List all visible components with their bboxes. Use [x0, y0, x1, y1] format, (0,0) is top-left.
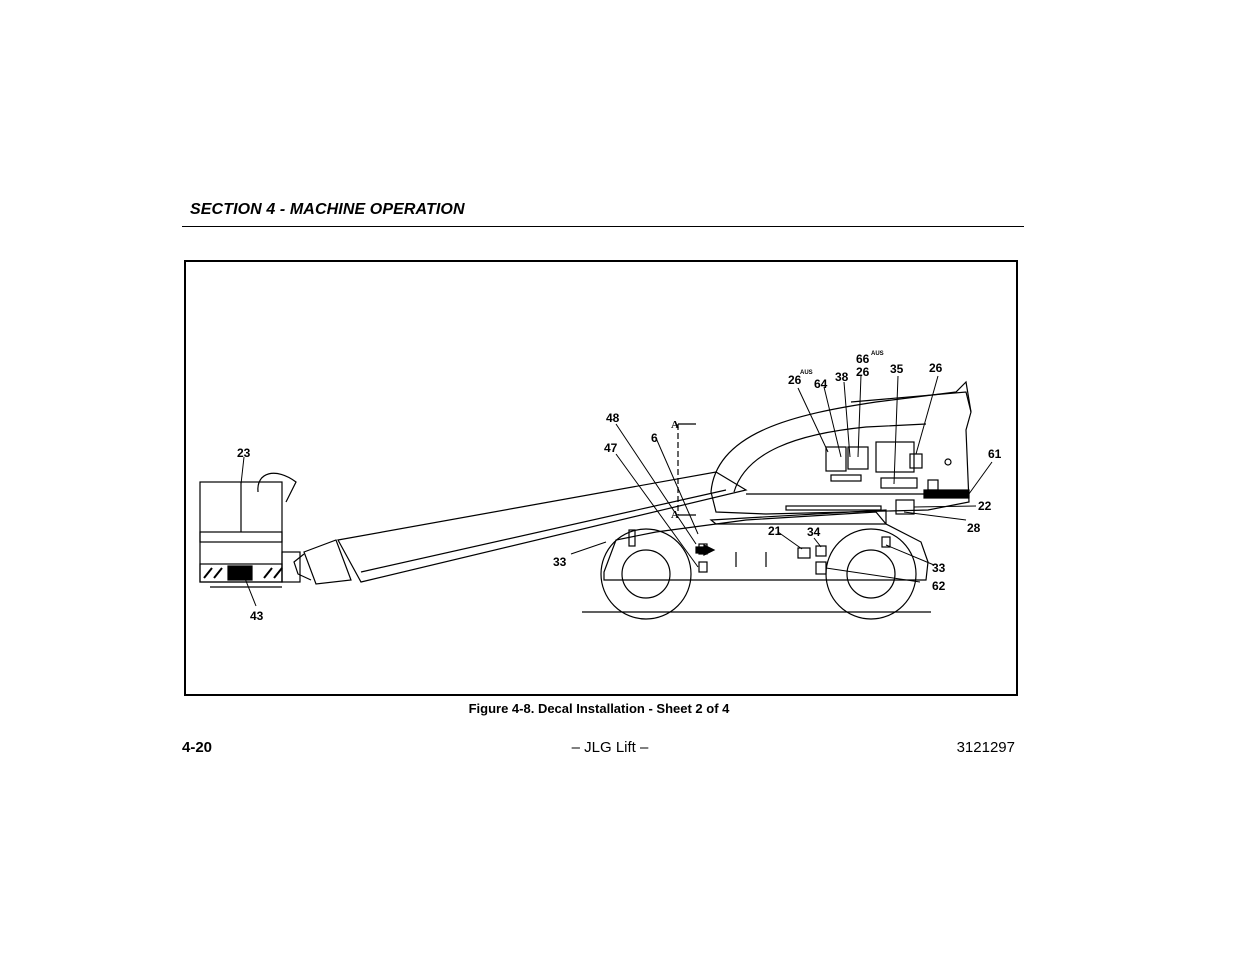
callout-21: 21	[768, 524, 782, 538]
callout-26-middle: 26	[856, 365, 870, 379]
decal-installation-drawing: 23 43 48 47 6 33 26 AUS 64 38 66 AUS 26 …	[199, 351, 1002, 623]
callout-47: 47	[604, 441, 618, 455]
callout-35: 35	[890, 362, 904, 376]
callout-34: 34	[807, 525, 821, 539]
callout-64: 64	[814, 377, 828, 391]
callout-33-left: 33	[553, 555, 567, 569]
leader-lines	[240, 374, 993, 607]
callout-61: 61	[988, 447, 1002, 461]
figure-caption: Figure 4-8. Decal Installation - Sheet 2…	[468, 701, 730, 716]
callout-6: 6	[651, 431, 658, 445]
section-title: SECTION 4 - MACHINE OPERATION	[190, 201, 465, 218]
document-number: 3121297	[956, 739, 1015, 756]
callout-62: 62	[932, 579, 946, 593]
figure-frame: 23 43 48 47 6 33 26 AUS 64 38 66 AUS 26 …	[184, 260, 1018, 696]
footer-title: – JLG Lift –	[571, 739, 649, 756]
turntable-hood	[710, 380, 972, 515]
machine-drawing	[199, 380, 972, 620]
aus-superscript-2: AUS	[871, 351, 884, 357]
callout-33-right: 33	[932, 561, 946, 575]
callout-43: 43	[250, 609, 264, 623]
callout-28: 28	[967, 521, 981, 535]
boom	[337, 471, 748, 583]
section-marker-top: A	[671, 419, 679, 431]
callout-26-aus: 26	[788, 373, 802, 387]
callout-labels: 23 43 48 47 6 33 26 AUS 64 38 66 AUS 26 …	[237, 351, 1002, 623]
callout-26-right: 26	[929, 361, 943, 375]
chassis	[603, 511, 929, 581]
aus-superscript-1: AUS	[800, 370, 813, 376]
callout-48: 48	[606, 411, 620, 425]
callout-66: 66	[856, 352, 870, 366]
callout-23: 23	[237, 446, 251, 460]
section-marker-bottom: A	[671, 509, 679, 521]
callout-38: 38	[835, 370, 849, 384]
rear-wheel	[825, 528, 917, 620]
callout-22: 22	[978, 499, 992, 513]
page-number: 4-20	[182, 739, 213, 756]
header-rule	[182, 226, 1024, 227]
front-wheel	[600, 528, 692, 620]
